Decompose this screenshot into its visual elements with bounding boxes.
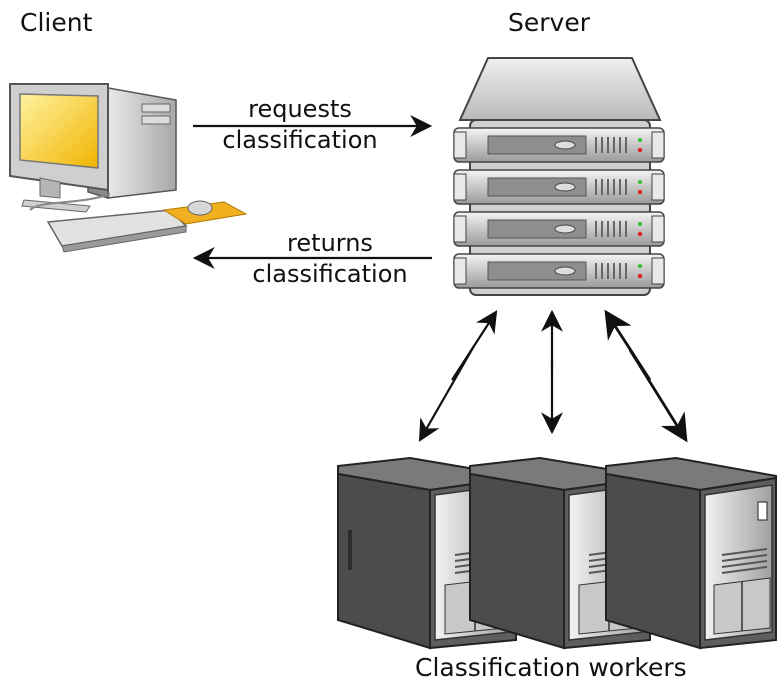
desktop-computer-icon [9,83,248,253]
server-units [453,127,665,289]
tower-server-icon [337,456,777,650]
return-label-line1: returns [287,229,373,257]
return-label: returns classification [225,228,435,290]
return-label-line2: classification [252,260,408,289]
workers-label: Classification workers [415,653,687,682]
worker-3 [605,456,777,650]
rack-server-icon [453,57,665,296]
client-label: Client [20,8,93,37]
worker-link-arrow-right [604,309,688,443]
server-label: Server [508,8,590,37]
request-label-line1: requests [248,95,352,123]
worker-link-arrow-left [418,310,498,442]
request-label-line2: classification [222,126,378,155]
request-label: requests classification [195,94,405,156]
